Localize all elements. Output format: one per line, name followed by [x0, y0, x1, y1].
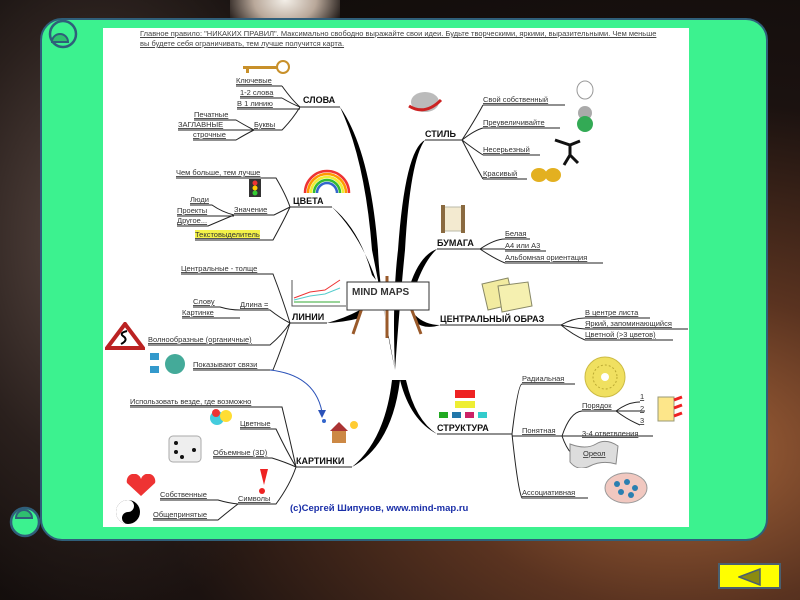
node-cveta: ЦВЕТА	[293, 196, 324, 206]
leaf: Проекты	[177, 206, 208, 215]
node-stil: СТИЛЬ	[425, 129, 457, 139]
node-kartinki: КАРТИНКИ	[296, 456, 345, 466]
node-linii: ЛИНИИ	[292, 312, 325, 322]
key-icon	[243, 60, 290, 74]
leaf: 3	[640, 416, 645, 425]
leaf: Альбомная ориентация	[505, 253, 588, 262]
leaf: Общепринятые	[153, 510, 208, 519]
node-struktura: СТРУКТУРА	[437, 423, 489, 433]
leaf: Радиальная	[522, 374, 565, 383]
exclamation-icon	[259, 469, 268, 494]
leaf: Цветные	[240, 419, 271, 428]
leaf: Другое...	[177, 216, 208, 225]
triangle-left-icon	[738, 568, 761, 586]
leaf: Слову	[193, 297, 215, 306]
leaf: Использовать везде, где возможно	[130, 397, 252, 406]
org-chart-icon	[439, 390, 487, 418]
leaf: 1-2 слова	[240, 88, 274, 97]
leaf: Красивый	[483, 169, 518, 178]
heart-icon	[126, 474, 156, 496]
leaf: Белая	[505, 229, 527, 238]
leaf: 3-4 ответвления	[582, 429, 639, 438]
network-globe-icon	[150, 353, 185, 374]
leaf: Объемные (3D)	[213, 448, 268, 457]
leaf: Ассоциативная	[522, 488, 576, 497]
scroll-curl-icon	[48, 19, 78, 49]
leaf: Символы	[238, 494, 271, 503]
copyright: (c)Сергей Шипунов, www.mind-map.ru	[290, 503, 469, 514]
scroll-curl-icon	[9, 506, 41, 538]
leaf: Буквы	[254, 120, 276, 129]
node-slova: СЛОВА	[303, 95, 336, 105]
winding-road-sign-icon	[105, 322, 145, 350]
leaf: Центральные - толще	[181, 264, 258, 273]
yin-yang-icon	[116, 500, 140, 524]
leaf: А4 или А3	[505, 241, 541, 250]
line-chart-icon	[291, 279, 346, 307]
leaf: В 1 линию	[237, 99, 273, 108]
main-rule-text: Главное правило: "НИКАКИХ ПРАВИЛ". Макси…	[140, 29, 657, 48]
leaf: Ключевые	[236, 76, 272, 85]
leaf: Понятная	[522, 426, 556, 435]
globe-fingerprint-icon	[576, 80, 594, 132]
leaf: Волнообразные (органичные)	[148, 335, 252, 344]
node-obraz: ЦЕНТРАЛЬНЫЙ ОБРАЗ	[440, 314, 545, 324]
leaf: ЗАГЛАВНЫЕ	[178, 120, 224, 129]
dice-icon	[168, 435, 202, 463]
leaf: Яркий, запоминающийся	[585, 319, 672, 328]
style-clipart-icon	[408, 92, 443, 112]
rainbow-icon	[303, 169, 351, 193]
leaf: Показывают связи	[193, 360, 258, 369]
radial-disc-icon	[584, 356, 626, 398]
balloons-icon	[210, 409, 232, 425]
leaf: Значение	[234, 205, 268, 214]
leaf: Длина =	[240, 300, 269, 309]
leaf: Ореол	[583, 449, 606, 458]
back-button[interactable]	[718, 563, 781, 589]
maps-icon	[481, 277, 533, 313]
leaf: Люди	[190, 195, 209, 204]
halo-shape-icon	[569, 440, 619, 468]
leaf: Цветной (>3 цветов)	[585, 330, 656, 339]
brain-icon	[604, 472, 648, 504]
house-picture-icon	[322, 419, 358, 443]
leaf-highlighter: Текстовыделитель	[195, 230, 260, 239]
leaf: Преувеличивайте	[483, 118, 545, 127]
paper-scroll-icon	[441, 205, 465, 233]
man-icon	[554, 138, 581, 166]
traffic-light-icon	[249, 179, 261, 197]
leaf: Чем больше, тем лучше	[176, 168, 261, 177]
leaf: В центре листа	[585, 308, 639, 317]
center-topic: MIND MAPS	[352, 287, 410, 298]
leaf: Картинке	[182, 308, 214, 317]
leaf: строчные	[193, 130, 226, 139]
leaf: Свой собственный	[483, 95, 549, 104]
leaf: Порядок	[582, 401, 612, 410]
butterfly-icon	[531, 168, 561, 182]
leaf: Несерьезный	[483, 145, 530, 154]
leaf: Печатные	[194, 110, 229, 119]
easel-icon	[346, 276, 430, 338]
list-note-icon	[657, 395, 683, 422]
leaf: Собственные	[160, 490, 207, 499]
node-bumaga: БУМАГА	[437, 238, 474, 248]
leaf: 2	[640, 404, 645, 413]
leaf: 1	[640, 392, 645, 401]
